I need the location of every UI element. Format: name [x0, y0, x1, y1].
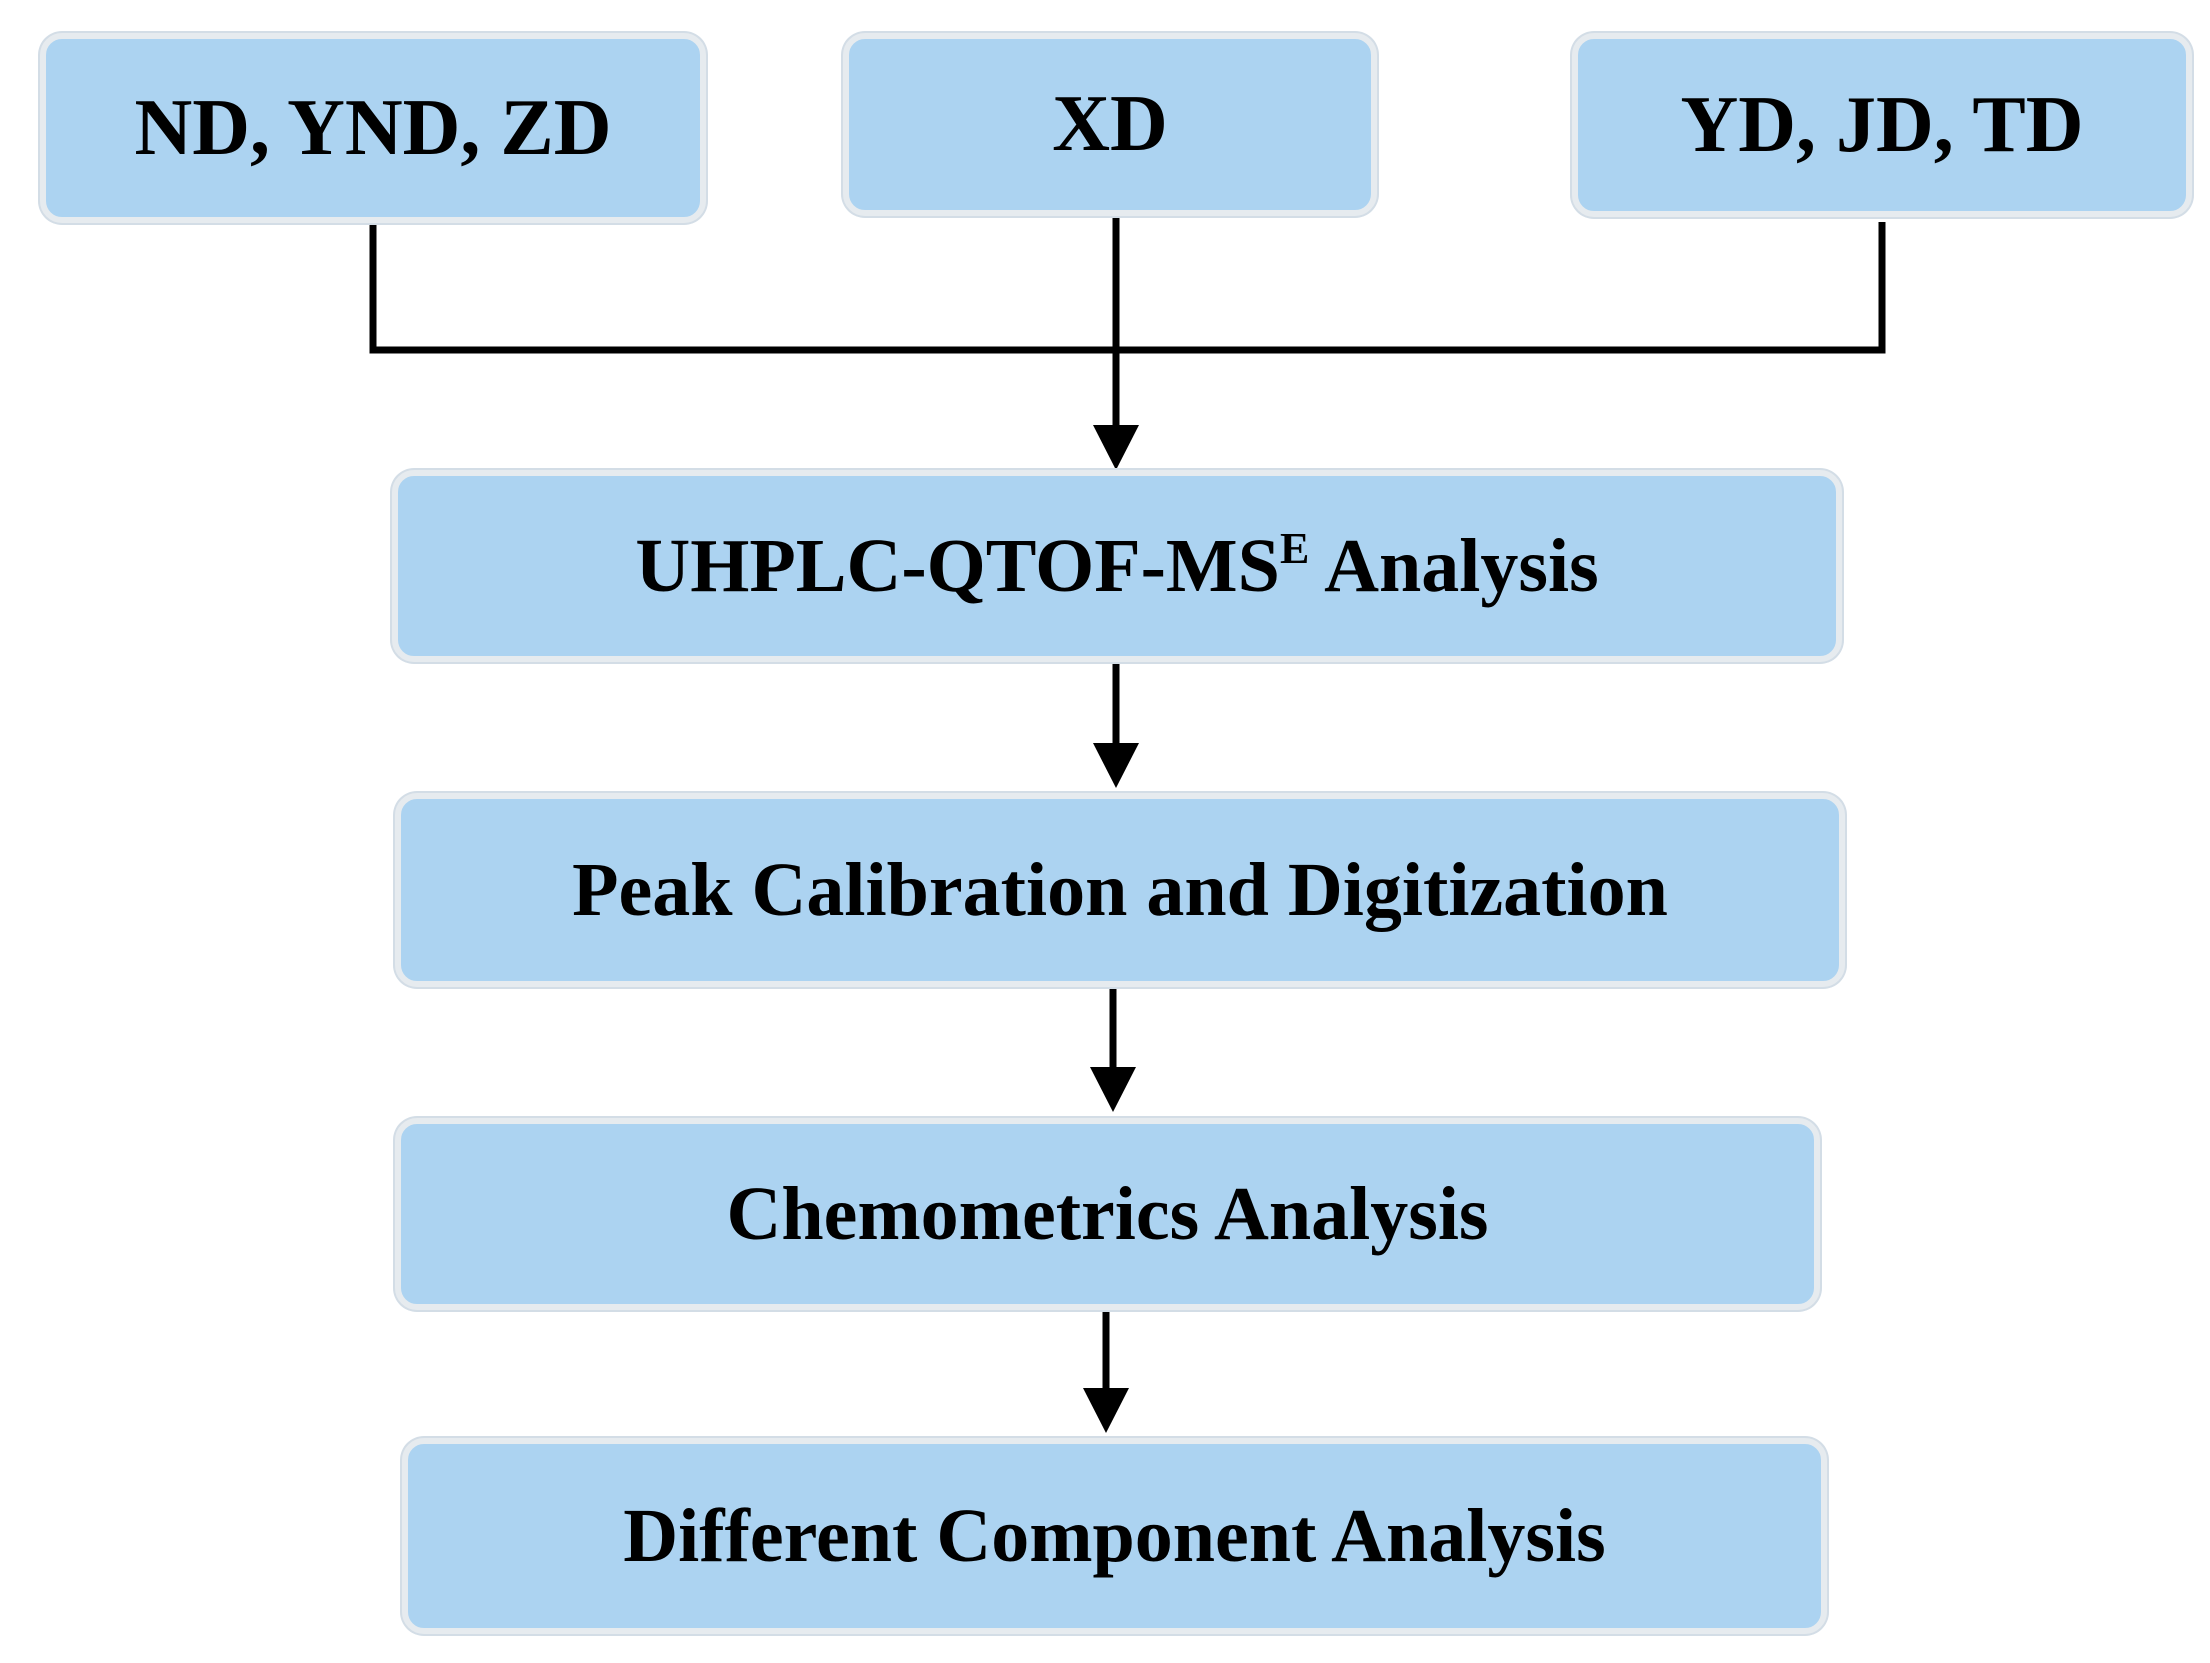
step-label: Peak Calibration and Digitization [572, 847, 1668, 932]
source-label: XD [1052, 80, 1168, 168]
step-label-tail: Analysis [1309, 523, 1599, 608]
connector-left-source [369, 225, 1116, 354]
source-label: ND, YND, ZD [134, 83, 612, 172]
step-chemometrics-analysis: Chemometrics Analysis [395, 1118, 1820, 1310]
step-label-superscript: E [1279, 523, 1310, 573]
step-label: UHPLC-QTOF-MSE Analysis [635, 523, 1598, 610]
arrowhead-down [1093, 425, 1139, 470]
arrowhead-down [1093, 743, 1139, 788]
connector-right-source [1116, 222, 1886, 354]
step-peak-calibration: Peak Calibration and Digitization [395, 793, 1845, 987]
source-label: YD, JD, TD [1680, 80, 2084, 169]
source-box-nd-ynd-zd: ND, YND, ZD [40, 33, 706, 223]
arrowhead-down [1083, 1388, 1129, 1433]
source-box-yd-jd-td: YD, JD, TD [1572, 33, 2192, 217]
step-label: Chemometrics Analysis [726, 1171, 1489, 1256]
step-label: Different Component Analysis [623, 1493, 1606, 1578]
arrowhead-down [1090, 1067, 1136, 1112]
source-box-xd: XD [843, 33, 1377, 216]
step-uhplc-analysis: UHPLC-QTOF-MSE Analysis [392, 470, 1842, 662]
step-label-main: UHPLC-QTOF-MS [635, 523, 1280, 608]
step-different-component-analysis: Different Component Analysis [402, 1438, 1827, 1634]
